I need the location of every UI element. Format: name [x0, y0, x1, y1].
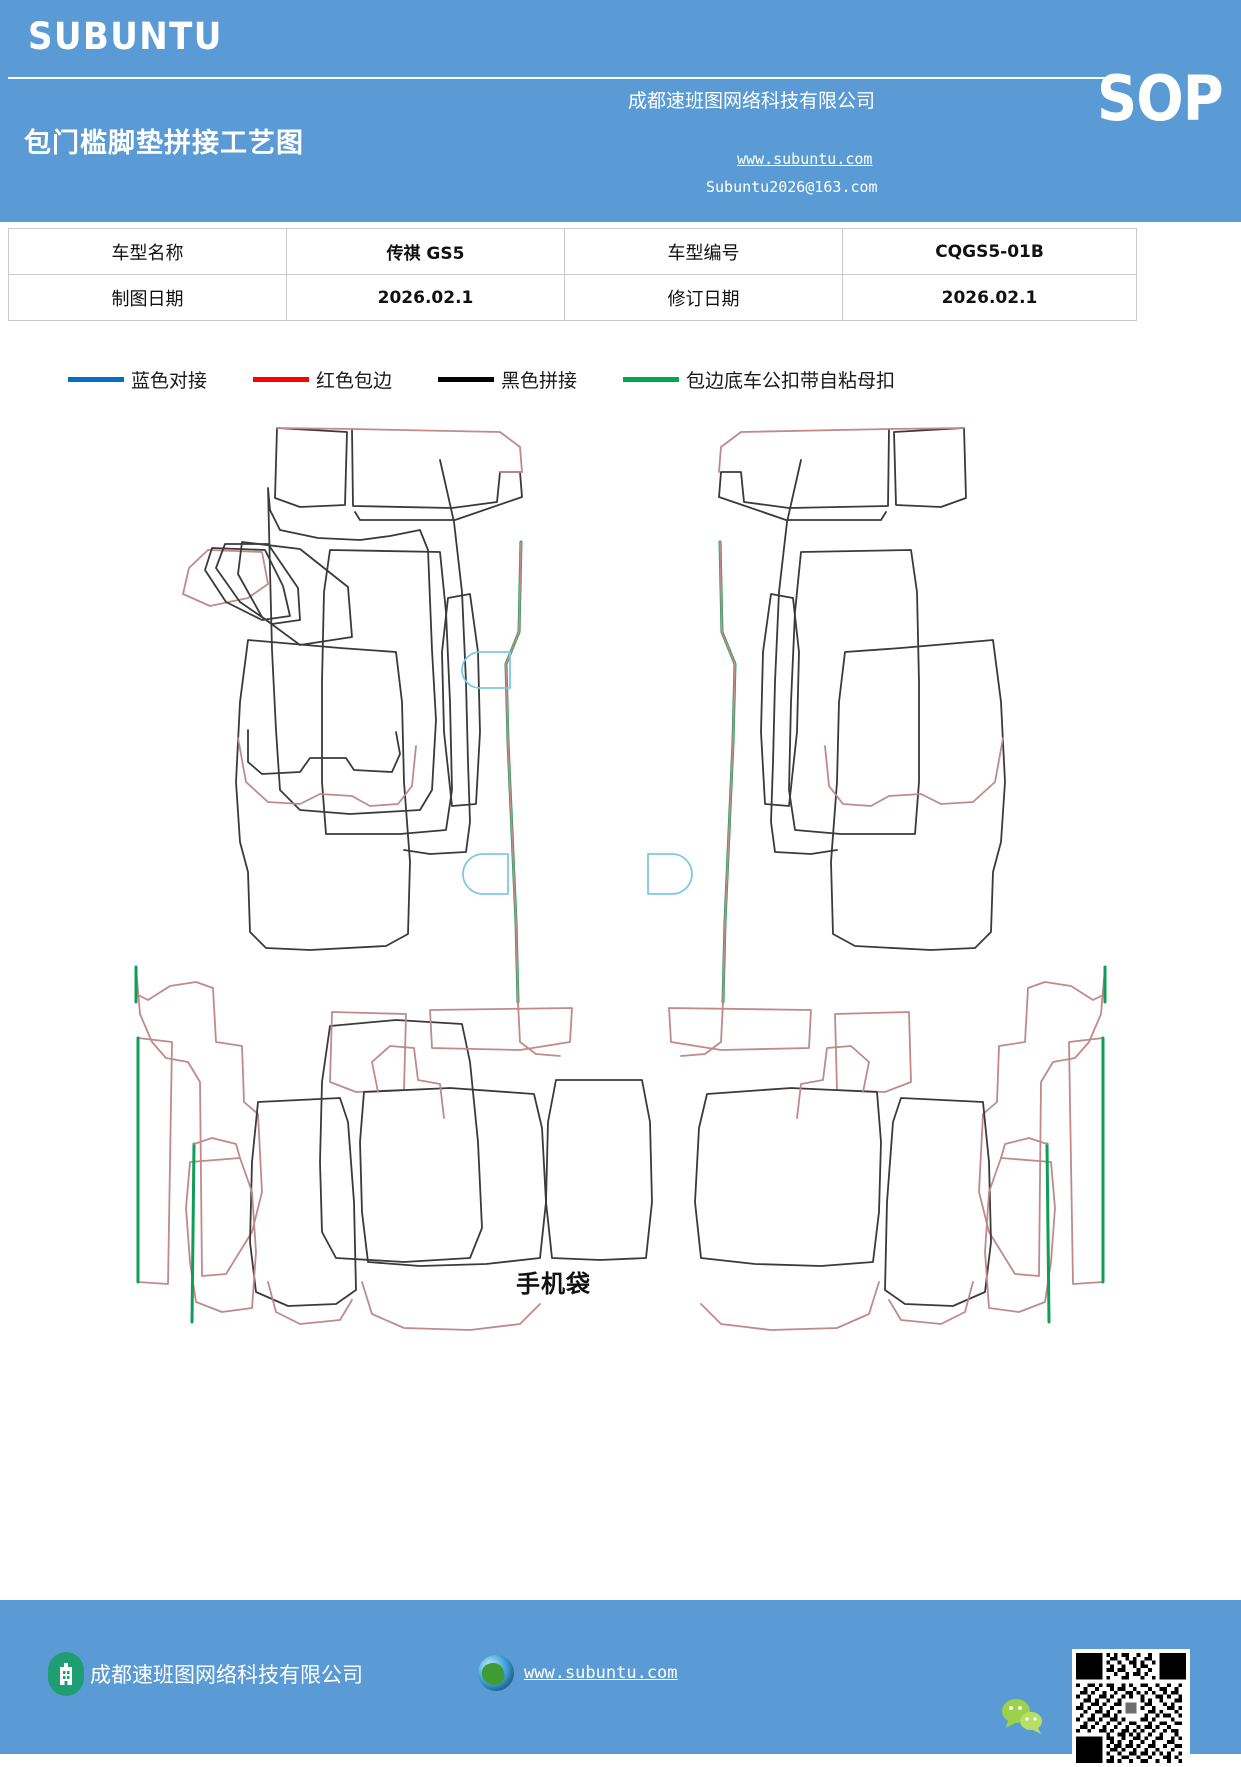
panel-ul-left-outer	[135, 966, 263, 1277]
value-draw-date: 2026.02.1	[286, 274, 565, 321]
binding-ur-center-edge	[680, 541, 736, 1057]
page-footer: 成都速班图网络科技有限公司 www.subuntu.com	[0, 1600, 1241, 1767]
page-title: 包门槛脚垫拼接工艺图	[24, 128, 304, 159]
binding-lower-center-a	[371, 1045, 445, 1119]
legend-label-blue: 蓝色对接	[131, 369, 208, 392]
footer-company-block: 成都速班图网络科技有限公司	[48, 1652, 363, 1696]
binding-ur-bottom	[824, 737, 1004, 807]
panel-lower-spine	[545, 1079, 653, 1261]
label-draw-date: 制图日期	[8, 274, 287, 321]
legend-item-blue: 蓝色对接	[68, 366, 207, 393]
legend-label-black: 黑色拼接	[501, 369, 578, 392]
binding-lower-right-top	[1000, 1137, 1048, 1159]
panel-lower-right-a	[884, 1097, 992, 1307]
binding-ur-top	[718, 427, 965, 473]
panel-ul-green-strip	[137, 1037, 173, 1285]
edge-ul-right-upper	[403, 459, 471, 855]
panel-ur-green-strip	[1068, 1037, 1104, 1285]
value-revision-date: 2026.02.1	[842, 274, 1137, 321]
legend-label-red: 红色包边	[316, 369, 393, 392]
fastener-lower-left	[190, 1142, 196, 1324]
globe-icon	[478, 1655, 514, 1691]
brand-logo: SUBUNTU	[28, 15, 223, 58]
panel-ul-center-body	[267, 487, 437, 815]
binding-lower-bottom-right	[888, 1281, 974, 1325]
panel-ur-arm	[760, 593, 800, 807]
header-website-link[interactable]: www.subuntu.com	[737, 150, 873, 168]
panel-ur-left-outer	[978, 966, 1106, 1277]
panel-lr-left-main	[319, 1019, 483, 1263]
legend-item-red: 红色包边	[253, 366, 392, 393]
binding-lower-left-top	[193, 1137, 241, 1159]
panel-lower-center-main-m	[694, 1087, 882, 1267]
panel-ul-bottom-tongue	[247, 729, 401, 775]
label-revision-date: 修订日期	[564, 274, 843, 321]
binding-ul-bottom	[237, 737, 417, 807]
panel-ul-wedge-a	[182, 549, 269, 607]
panel-ul-top-1	[274, 427, 348, 508]
phone-pocket-label: 手机袋	[516, 1270, 591, 1298]
label-model-code: 车型编号	[564, 228, 843, 275]
panel-ul-main-left	[235, 639, 411, 951]
panel-lower-top-center-m	[668, 1007, 812, 1051]
panel-ul-top-2	[351, 428, 523, 521]
panel-lower-top-center	[429, 1007, 573, 1051]
building-icon	[48, 1652, 84, 1696]
header-divider	[8, 77, 1121, 79]
panel-lower-right-b	[984, 1157, 1056, 1313]
edge-ur-right-upper	[770, 459, 838, 855]
panel-ur-top-1	[893, 427, 967, 508]
binding-lower-bottom-left	[267, 1281, 353, 1325]
panel-ul-arm	[441, 593, 481, 807]
value-model-code: CQGS5-01B	[842, 228, 1137, 275]
panel-lower-left-a	[249, 1097, 357, 1307]
legend-label-green: 包边底车公扣带自粘母扣	[686, 369, 896, 392]
panel-ul-wedge-b	[204, 547, 291, 621]
panel-ur-mid-big	[788, 549, 920, 835]
legend-item-black: 黑色拼接	[438, 366, 577, 393]
legend-swatch-red	[253, 376, 310, 382]
panel-lower-center-main	[359, 1087, 547, 1267]
panel-ur-main	[830, 639, 1006, 951]
pocket-shape-right	[647, 853, 693, 895]
binding-lower-bottom-center-m	[700, 1281, 880, 1331]
panel-ur-top-2	[718, 428, 890, 521]
panel-ul-mid-big	[321, 549, 453, 835]
label-model-name: 车型名称	[8, 228, 287, 275]
panel-ul-wedge-c	[215, 543, 301, 625]
legend-swatch-green	[623, 376, 680, 382]
floor-mat-pattern-svg	[134, 427, 1107, 1331]
header-company-name: 成都速班图网络科技有限公司	[628, 90, 876, 112]
binding-ul-top	[276, 427, 523, 473]
panel-lower-left-b	[185, 1157, 257, 1313]
legend-swatch-black	[438, 376, 495, 382]
qr-code	[1072, 1649, 1190, 1767]
panel-lower-top-right-m	[834, 1011, 912, 1093]
footer-company-name: 成都速班图网络科技有限公司	[90, 1663, 363, 1687]
table-row: 制图日期 2026.02.1 修订日期 2026.02.1	[8, 274, 1137, 321]
panel-lower-top-left	[329, 1011, 407, 1093]
pocket-shape-left	[462, 853, 509, 895]
binding-lower-bottom-center	[361, 1281, 541, 1331]
wechat-icon	[1000, 1696, 1046, 1736]
value-model-name: 传祺 GS5	[286, 228, 565, 275]
binding-ul-center-edge	[505, 541, 561, 1057]
binding-lower-center-b	[796, 1045, 870, 1119]
footer-website-block[interactable]: www.subuntu.com	[478, 1655, 678, 1691]
footer-website-link[interactable]: www.subuntu.com	[524, 1663, 678, 1683]
sop-badge: SOP	[1097, 62, 1224, 135]
technical-drawing: 手机袋	[0, 402, 1241, 1582]
legend: 蓝色对接 红色包边 黑色拼接 包边底车公扣带自粘母扣	[0, 358, 1241, 400]
blue-butt-left	[461, 651, 511, 689]
vehicle-info-table: 车型名称 传祺 GS5 车型编号 CQGS5-01B 制图日期 2026.02.…	[8, 228, 1137, 321]
legend-item-green: 包边底车公扣带自粘母扣	[623, 366, 895, 393]
page-header: SUBUNTU 包门槛脚垫拼接工艺图 成都速班图网络科技有限公司 www.sub…	[0, 0, 1241, 222]
legend-swatch-blue	[68, 376, 124, 382]
table-row: 车型名称 传祺 GS5 车型编号 CQGS5-01B	[8, 228, 1137, 275]
header-email[interactable]: Subuntu2026@163.com	[706, 178, 878, 196]
fastener-lower-right	[1045, 1142, 1051, 1324]
panel-ul-wedge-d	[237, 541, 353, 646]
